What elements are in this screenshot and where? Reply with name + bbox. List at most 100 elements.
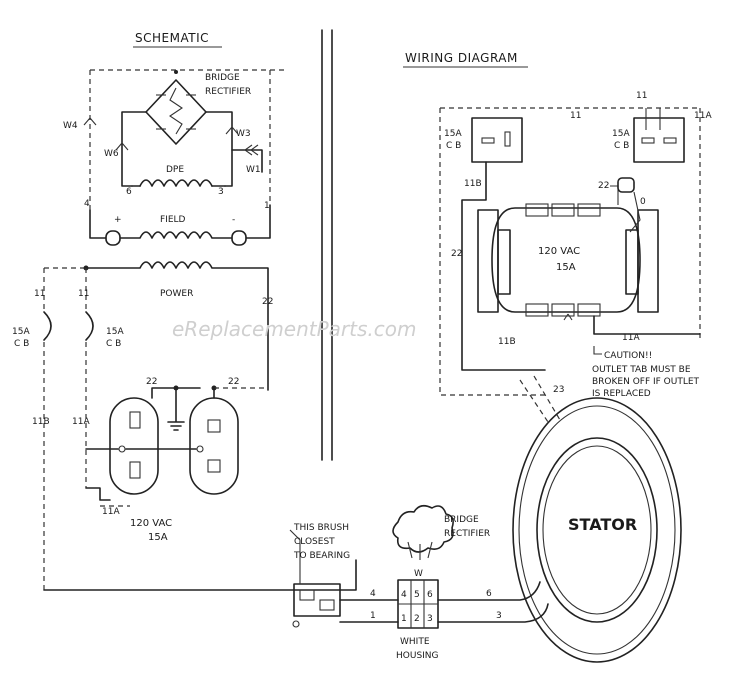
schematic-cb-left-label-2: C B bbox=[14, 339, 29, 349]
schematic-dpe-coil bbox=[139, 179, 213, 187]
wiring-connector-22 bbox=[617, 177, 635, 193]
wiring-cb-left-1: 15A bbox=[444, 129, 462, 139]
wiring-11-top: 11 bbox=[570, 111, 581, 121]
wiring-wire-3 bbox=[437, 603, 549, 623]
schematic-wire-22: 22 bbox=[262, 297, 273, 307]
schematic-wire-bridge-left bbox=[121, 111, 147, 187]
schematic-w3-label: W3 bbox=[236, 129, 251, 139]
wiring-caution-title: CAUTION!! bbox=[604, 351, 652, 361]
schematic-dpe-6: 6 bbox=[126, 187, 132, 197]
schematic-w4-label: W4 bbox=[63, 121, 78, 131]
wiring-bridge-rectifier-icon bbox=[392, 504, 454, 553]
wiring-bridge-label-2: RECTIFIER bbox=[444, 529, 490, 539]
schematic-cb-left-label-1: 15A bbox=[12, 327, 30, 337]
term-1: 1 bbox=[401, 614, 407, 624]
schematic-cb-right-label-1: 15A bbox=[106, 327, 124, 337]
term-2: 2 bbox=[414, 614, 420, 624]
schematic-wire-field-left bbox=[89, 209, 107, 239]
wiring-outlet-label-2: 15A bbox=[556, 262, 576, 273]
schematic-outlet-11a: 11A bbox=[102, 507, 120, 517]
schematic-cb-right-symbol bbox=[85, 311, 94, 341]
wiring-brush-3: TO BEARING bbox=[293, 551, 350, 561]
schematic-outlet-11a-wire bbox=[85, 487, 111, 501]
wiring-wire-4-label: 4 bbox=[370, 589, 376, 599]
wiring-11a-bottom-wire bbox=[593, 315, 701, 335]
schematic-field-coil bbox=[119, 231, 233, 239]
wiring-w-label: W bbox=[414, 569, 423, 579]
wiring-title: WIRING DIAGRAM bbox=[405, 51, 518, 65]
schematic-power-coil bbox=[85, 261, 269, 391]
wiring-wire-1-label: 1 bbox=[370, 611, 376, 621]
stator bbox=[512, 397, 682, 663]
wiring-11b-bottom: 11B bbox=[498, 337, 516, 347]
schematic-field-minus: - bbox=[232, 215, 235, 225]
schematic-outlet-right bbox=[189, 397, 239, 495]
schematic-wire-11a: 11A bbox=[72, 417, 90, 427]
schematic-w3-arrow bbox=[225, 126, 239, 135]
wiring-housing-1: WHITE bbox=[400, 637, 430, 647]
term-4: 4 bbox=[401, 590, 407, 600]
schematic-dpe-3: 3 bbox=[218, 187, 224, 197]
wiring-22-top: 22 bbox=[598, 181, 609, 191]
schematic-w1-label: W1 bbox=[246, 165, 261, 175]
schematic-title: SCHEMATIC bbox=[135, 31, 209, 45]
schematic-cb-right-11: 11 bbox=[78, 289, 89, 299]
wiring-11a-bottom: 11A bbox=[622, 333, 640, 343]
schematic-outlet-22-b: 22 bbox=[228, 377, 239, 387]
wiring-11-small: 11 bbox=[636, 91, 647, 101]
term-3: 3 bbox=[427, 614, 433, 624]
schematic-dpe-label: DPE bbox=[166, 165, 184, 175]
schematic-wire-field-right bbox=[245, 204, 271, 239]
schematic-outlet-left bbox=[109, 397, 159, 495]
schematic-bridge-label-2: RECTIFIER bbox=[205, 87, 251, 97]
wiring-housing-2: HOUSING bbox=[396, 651, 439, 661]
wiring-wire-6-label: 6 bbox=[486, 589, 492, 599]
schematic-cb-left-symbol bbox=[43, 311, 52, 341]
schematic-outlet-label-2: 15A bbox=[148, 532, 168, 543]
wiring-cb-left-2: C B bbox=[446, 141, 461, 151]
wiring-caution-1: OUTLET TAB MUST BE bbox=[592, 365, 691, 375]
wiring-stator-leads bbox=[519, 375, 561, 423]
schematic-w1-arrow bbox=[244, 144, 259, 156]
schematic-field-brush-left bbox=[105, 230, 121, 246]
schematic-bridge-label-1: BRIDGE bbox=[205, 73, 240, 83]
caution-arrow-icon bbox=[563, 313, 573, 321]
wiring-cb-right bbox=[633, 108, 685, 163]
wiring-wire-3-label: 3 bbox=[496, 611, 502, 621]
schematic-wire-bridge-right bbox=[205, 111, 233, 187]
schematic-cb-right-label-2: C B bbox=[106, 339, 121, 349]
wiring-cb-right-2: C B bbox=[614, 141, 629, 151]
schematic-field-brush-right bbox=[231, 230, 247, 246]
wiring-11b-wire bbox=[461, 161, 546, 371]
wiring-white-housing bbox=[397, 579, 439, 629]
wiring-0: 0 bbox=[640, 197, 646, 207]
wiring-caution-2: BROKEN OFF IF OUTLET bbox=[592, 377, 700, 387]
schematic-field-label: FIELD bbox=[160, 215, 186, 225]
schematic-power-label: POWER bbox=[160, 289, 193, 299]
schematic-bridge-rectifier bbox=[145, 70, 207, 145]
wiring-brush-2: CLOSEST bbox=[294, 537, 335, 547]
schematic-w6-arrow bbox=[115, 142, 129, 151]
wiring-cb-right-1: 15A bbox=[612, 129, 630, 139]
wiring-stator-23: 23 bbox=[553, 385, 564, 395]
schematic-wire-1: 1 bbox=[264, 201, 270, 211]
schematic-wire-11b: 11B bbox=[32, 417, 50, 427]
wiring-outlet-label-1: 120 VAC bbox=[538, 246, 580, 257]
wiring-bridge-label-1: BRIDGE bbox=[444, 515, 479, 525]
schematic-wire-w1 bbox=[231, 149, 263, 173]
wiring-11b: 11B bbox=[464, 179, 482, 189]
schematic-outlet-label-1: 120 VAC bbox=[130, 518, 172, 529]
schematic-wire-4: 4 bbox=[84, 199, 90, 209]
schematic-w6-label: W6 bbox=[104, 149, 119, 159]
wiring-11a-top: 11A bbox=[694, 111, 712, 121]
wiring-caution-3: IS REPLACED bbox=[592, 389, 651, 399]
wiring-brush-1: THIS BRUSH bbox=[293, 523, 349, 533]
wiring-cb-left bbox=[471, 117, 523, 163]
schematic-11b-return bbox=[43, 559, 357, 591]
wiring-stator-label: STATOR bbox=[568, 515, 637, 534]
wiring-outlet bbox=[477, 203, 659, 317]
term-6: 6 bbox=[427, 590, 433, 600]
schematic-ground-icon bbox=[167, 387, 185, 431]
